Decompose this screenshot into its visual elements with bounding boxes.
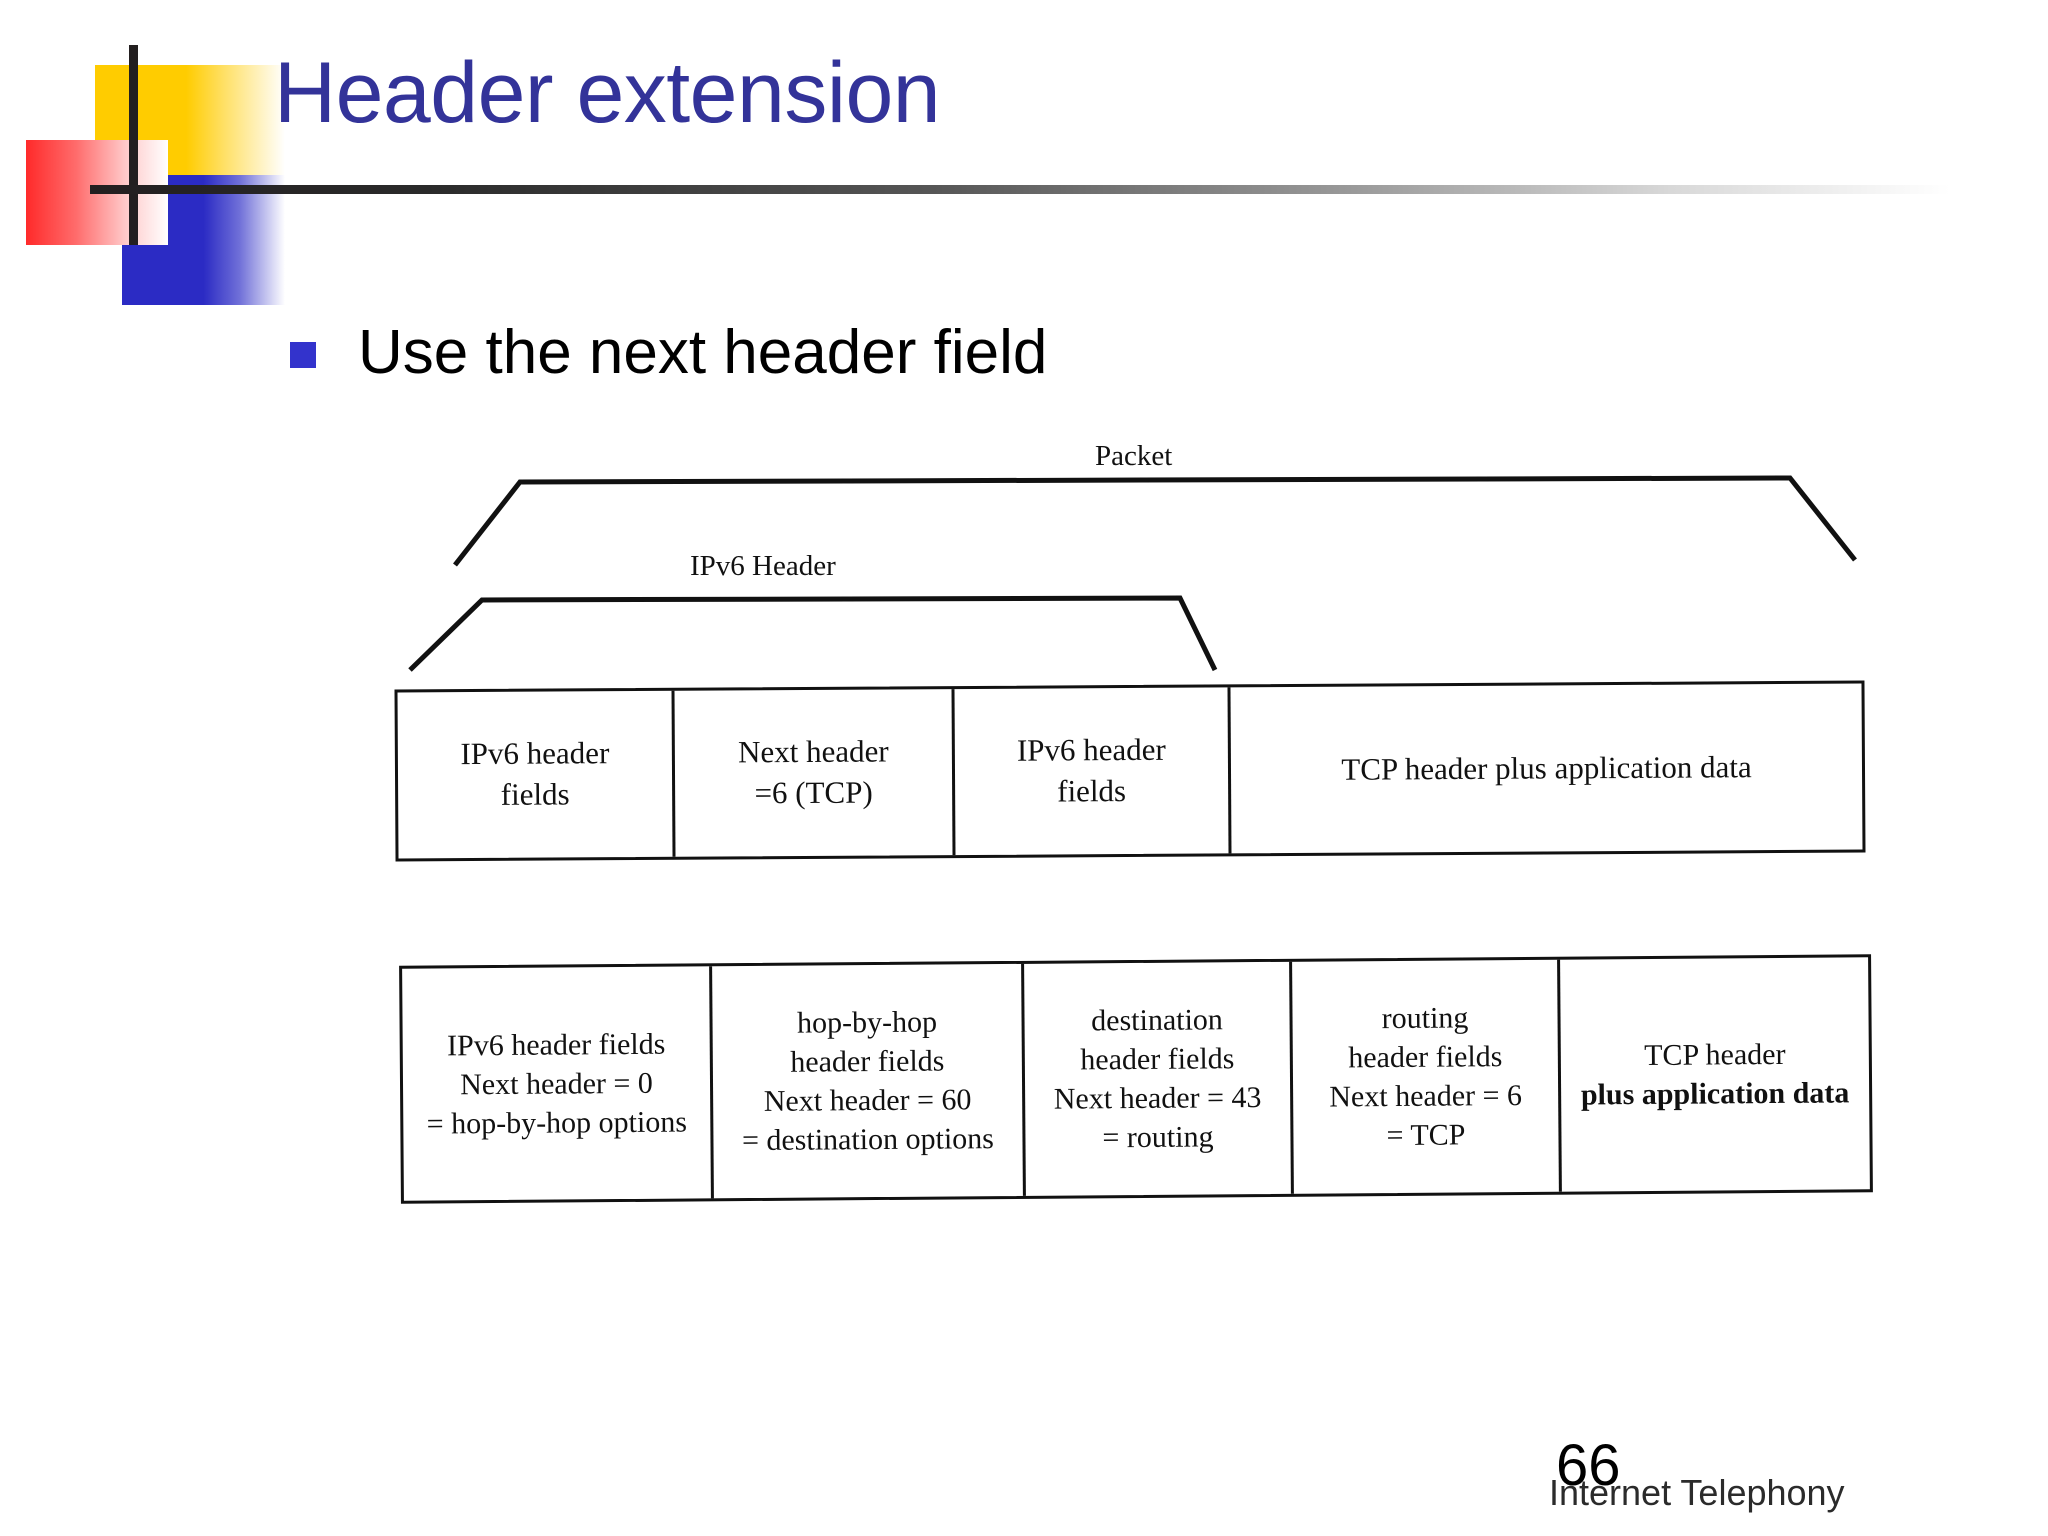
cell-line: header fields <box>790 1044 945 1079</box>
cell-line: plus application data <box>1580 1076 1850 1112</box>
logo-vertical-bar <box>129 45 138 245</box>
cell-line: destination <box>1091 1003 1223 1038</box>
diagram-label-ipv6-header: IPv6 Header <box>690 550 836 582</box>
page-title: Header extension <box>274 45 941 141</box>
cell-line: Next header = 43 <box>1053 1081 1262 1116</box>
cell-line: TCP header plus application data <box>1341 748 1752 787</box>
table-cell: routing header fields Next header = 6 = … <box>1292 959 1562 1194</box>
packet-brace <box>453 475 1857 567</box>
square-bullet-icon <box>290 342 316 368</box>
cell-line: Next header = 0 <box>460 1066 653 1101</box>
table-cell: TCP header plus application data <box>1560 957 1870 1191</box>
table-cell: IPv6 header fields Next header = 0 = hop… <box>402 966 714 1201</box>
cell-line: hop-by-hop <box>796 1005 938 1040</box>
slide-logo-decoration <box>0 0 300 320</box>
cell-line: = routing <box>1102 1120 1214 1155</box>
cell-line: routing <box>1381 1001 1469 1036</box>
cell-line: Next header = 60 <box>763 1083 972 1118</box>
bullet-list-item: Use the next header field <box>290 320 1047 385</box>
packet-header-diagram: Packet IPv6 Header IPv6 header fields Ne… <box>0 420 2048 1220</box>
cell-line: IPv6 header <box>1016 731 1166 768</box>
diagram-brace-lines <box>408 475 1857 672</box>
slide-footer: Internet Telephony <box>1549 1472 1845 1513</box>
cell-line: IPv6 header <box>460 735 610 772</box>
cell-line: IPv6 header fields <box>446 1027 666 1062</box>
cell-line: =6 (TCP) <box>754 774 873 811</box>
cell-line: header fields <box>1348 1040 1503 1075</box>
ipv6-header-brace <box>408 595 1218 672</box>
page-number: 66 <box>1556 1433 1621 1498</box>
cell-line: = destination options <box>741 1122 995 1158</box>
packet-row-extension-headers: IPv6 header fields Next header = 0 = hop… <box>399 954 1873 1204</box>
cell-line: header fields <box>1080 1042 1235 1077</box>
cell-line: fields <box>500 776 570 812</box>
table-cell: TCP header plus application data <box>1230 684 1862 854</box>
table-cell: IPv6 header fields <box>397 690 676 859</box>
table-cell: Next header =6 (TCP) <box>674 689 956 857</box>
title-divider-rule <box>90 185 1950 194</box>
cell-line: = hop-by-hop options <box>426 1105 688 1141</box>
table-cell: IPv6 header fields <box>954 687 1232 856</box>
cell-line: fields <box>1057 773 1127 809</box>
cell-line: Next header <box>737 733 889 770</box>
bullet-item-label: Use the next header field <box>358 318 1048 387</box>
cell-line: Next header = 6 <box>1329 1078 1523 1114</box>
table-cell: hop-by-hop header fields Next header = 6… <box>712 963 1026 1199</box>
packet-row-simple: IPv6 header fields Next header =6 (TCP) … <box>394 680 1866 862</box>
table-cell: destination header fields Next header = … <box>1024 961 1294 1196</box>
cell-line: = TCP <box>1386 1118 1466 1153</box>
cell-line: TCP header <box>1644 1037 1786 1073</box>
diagram-label-packet: Packet <box>1095 440 1173 472</box>
